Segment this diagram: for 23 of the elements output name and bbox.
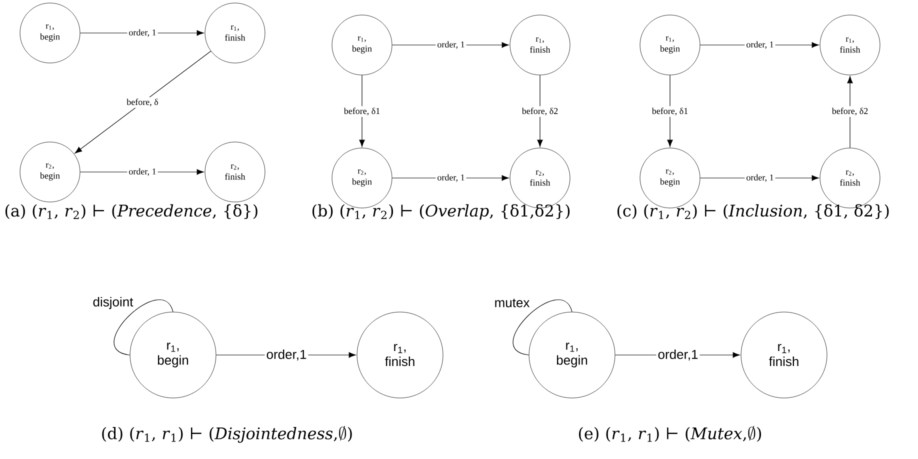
edge-label: order, 1 bbox=[744, 40, 776, 50]
edge-label: before, δ1 bbox=[650, 106, 690, 117]
edge-label: mutex bbox=[492, 297, 532, 309]
caption: (d) (r$_{1}$, r$_{1}$) ⊢ (Disjointedness,∅) bbox=[102, 426, 352, 443]
edge-label: disjoint bbox=[91, 295, 135, 311]
arrow bbox=[74, 50, 212, 154]
arrow bbox=[537, 74, 543, 147]
arrow bbox=[847, 76, 853, 148]
edge-label: before, δ bbox=[125, 97, 160, 108]
caption: (a) (r$_{1}$, r$_{2}$) ⊢ (Precedence, {δ}) bbox=[5, 204, 258, 220]
edge-label: order,1 bbox=[264, 348, 308, 362]
edge-label: order,1 bbox=[656, 348, 700, 362]
arrow bbox=[667, 74, 673, 147]
edge-label: before, δ1 bbox=[342, 106, 382, 117]
arrow bbox=[359, 74, 365, 147]
edge-label: order, 1 bbox=[744, 172, 776, 184]
edge-label: order, 1 bbox=[436, 172, 466, 184]
edge-label: order, 1 bbox=[127, 166, 158, 178]
edge-label: order, 1 bbox=[436, 40, 466, 50]
caption: (e) (r$_{1}$, r$_{1}$) ⊢ (Mutex,∅) bbox=[579, 426, 761, 442]
edge-label: order, 1 bbox=[127, 28, 158, 38]
edge-label: before, δ2 bbox=[520, 106, 560, 117]
edge-label: before, δ2 bbox=[830, 106, 870, 117]
